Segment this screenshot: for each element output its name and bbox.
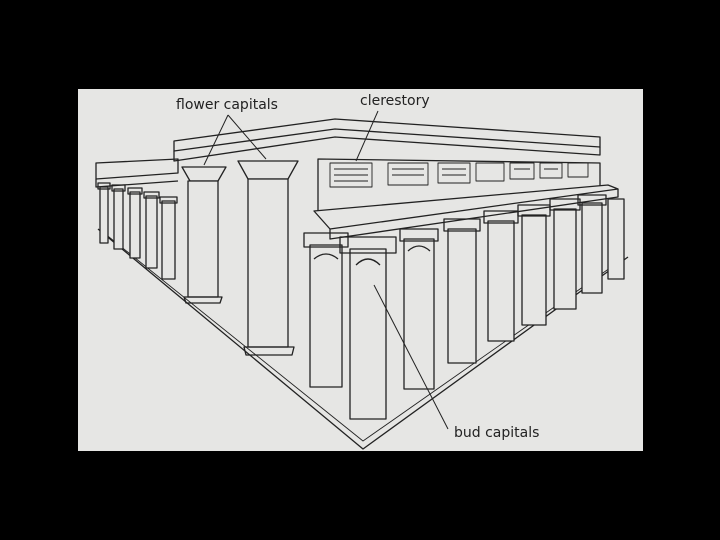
label-flower-capitals: flower capitals (176, 97, 278, 113)
upper-roof (173, 118, 601, 152)
left-roof (95, 158, 179, 180)
label-clerestory: clerestory (360, 93, 430, 109)
clerestory-windows (329, 162, 589, 188)
hypostyle-hall-drawing (95, 110, 629, 450)
diagram-panel: flower capitals clerestory bud capitals (78, 89, 643, 451)
bud-capital-columns (303, 194, 625, 420)
label-leaders (203, 110, 449, 430)
flower-capital-columns (181, 160, 299, 356)
left-colonnade (97, 182, 178, 280)
label-bud-capitals: bud capitals (454, 425, 540, 441)
